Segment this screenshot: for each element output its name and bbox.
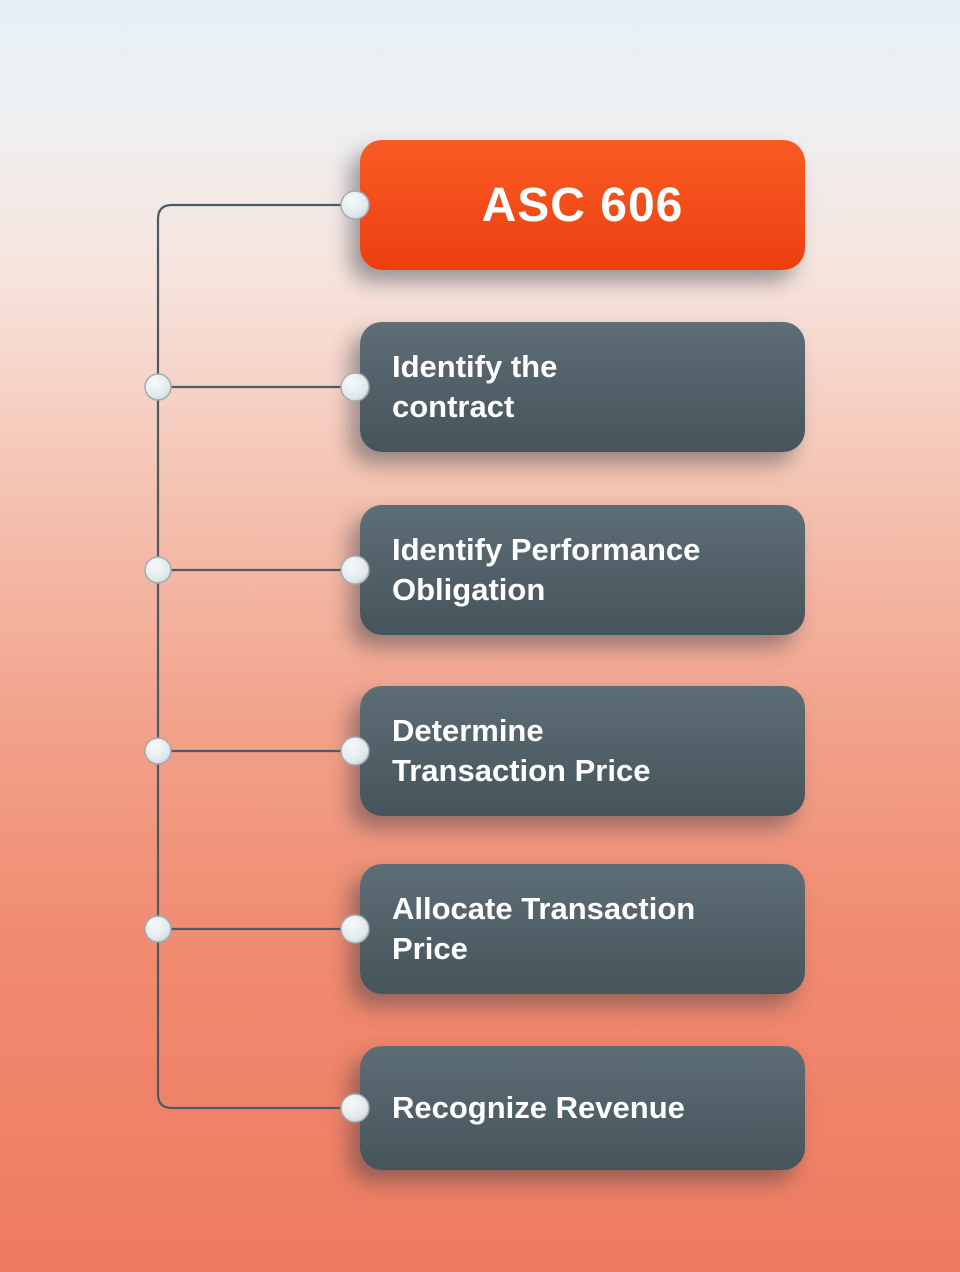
step-box-identify-performance-obligation: Identify Performance Obligation <box>360 505 805 635</box>
step-box-determine-transaction-price: Determine Transaction Price <box>360 686 805 816</box>
connector-node <box>144 737 172 765</box>
step-box-identify-contract: Identify the contract <box>360 322 805 452</box>
connector-node <box>144 915 172 943</box>
connector-node <box>144 373 172 401</box>
step-label: Recognize Revenue <box>392 1090 685 1126</box>
step-box-allocate-transaction-price: Allocate Transaction Price <box>360 864 805 994</box>
step-box-recognize-revenue: Recognize Revenue <box>360 1046 805 1170</box>
step-label: Allocate Transaction Price <box>392 891 696 966</box>
step-label: Identify Performance Obligation <box>392 532 701 607</box>
connector-spine <box>156 203 352 1110</box>
step-label: Determine Transaction Price <box>392 713 651 788</box>
connector-node <box>144 556 172 584</box>
title-box: ASC 606 <box>360 140 805 270</box>
step-label: Identify the contract <box>392 349 558 424</box>
diagram-title: ASC 606 <box>481 178 684 232</box>
